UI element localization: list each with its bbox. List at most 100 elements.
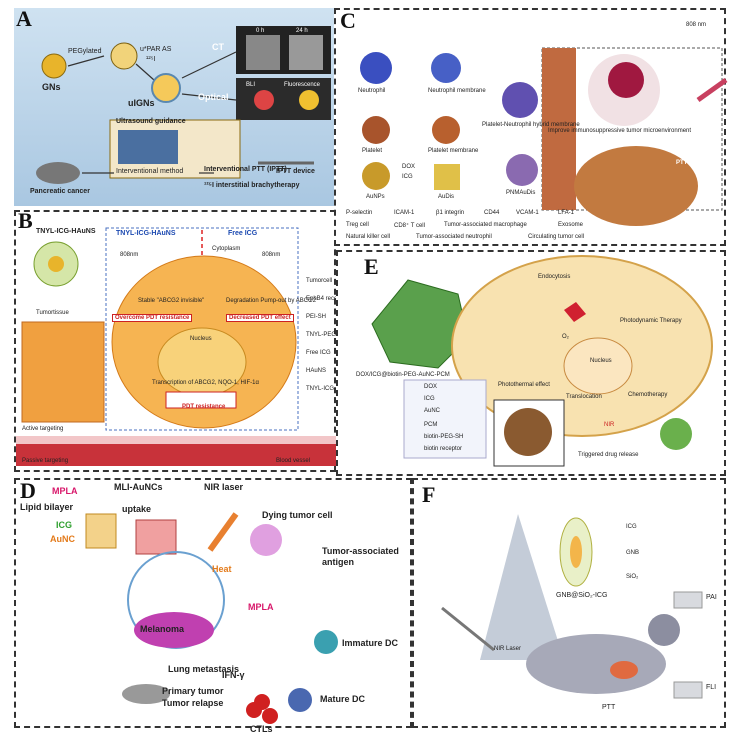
mli-aunc-label: MLI-AuNCs: [114, 482, 163, 492]
panel-e: E DOX/ICG@biotin-PEG-AuNC-PCM Endocytosi…: [336, 250, 726, 476]
ifn-label: IFN-γ: [222, 670, 245, 680]
platelet-label: Platelet: [362, 148, 383, 154]
panel-d: D MPLA MLI-AuNCs NIR laser Lipid bilayer…: [14, 478, 412, 734]
ultrasound-label: Ultrasound guidance: [116, 118, 186, 125]
lipid-bilayer-label: Lipid bilayer: [20, 502, 74, 512]
panel-e-label: E: [364, 254, 379, 279]
f-sio2-label: SiO₂: [626, 574, 639, 580]
improve-label: Improve immunosuppressive tumor microenv…: [548, 128, 692, 134]
lung-metastasis-label: Lung metastasis: [168, 664, 240, 674]
mpla-label: MPLA: [52, 486, 78, 496]
triggered-label: Triggered drug release: [578, 452, 639, 458]
tnyl-top-label: TNYL-ICG-HAuNS: [36, 228, 96, 235]
b-legend-4: Free ICG: [306, 350, 331, 356]
c-legend-1: ICAM-1: [394, 210, 415, 216]
icg-label: ICG: [402, 174, 413, 180]
ici-label: ¹²⁵I: [146, 56, 156, 63]
decreased-label: Decreased PDT effect: [226, 314, 294, 322]
optical-label: Optical: [198, 92, 229, 102]
melanoma-label: Melanoma: [140, 624, 185, 634]
pancreatic-label: Pancreatic cancer: [30, 188, 90, 195]
b-legend-5: HAuNS: [306, 368, 327, 374]
dox-label: DOX: [402, 164, 416, 170]
panel-c-illustration: [360, 47, 728, 226]
title-right: Free ICG: [228, 230, 258, 237]
hybrid-membrane-label: Platelet-Neutrophil hybrid membrane: [482, 122, 580, 128]
transcription-label: Transcription of ABCG2, NQO-1, HIF-1α: [152, 380, 259, 386]
e-legend-2: AuNC: [424, 408, 441, 414]
b-legend-0: Tumorcell: [306, 278, 333, 284]
b-legend-2: PEI-SH: [306, 314, 327, 320]
cytoplasm-label: Cytoplasm: [212, 246, 241, 252]
mpla2-label: MPLA: [248, 602, 274, 612]
panel-f-illustration: [441, 514, 703, 699]
panel-e-illustration: [371, 255, 713, 467]
c-legend-3: CD44: [484, 210, 500, 216]
nucleus-label: Nucleus: [190, 336, 212, 342]
iptt-device-label: IPTT device: [276, 168, 315, 175]
tumor-relapse-label: Tumor relapse: [162, 698, 224, 708]
e-legend-5: biotin receptor: [424, 446, 463, 452]
panel-b-label: B: [18, 208, 33, 233]
c-legend-11: Tumor-associated neutrophil: [416, 234, 492, 240]
degradation-label: Degradation Pump-out by ABCG2: [226, 298, 317, 304]
e-legend-3: PCM: [424, 422, 438, 428]
mature-dc-label: Mature DC: [320, 694, 366, 704]
fli-label: FLI: [706, 684, 717, 691]
interventional-label: Interventional method: [116, 168, 184, 175]
photodynamic-label: Photodynamic Therapy: [620, 318, 682, 324]
panel-a-label: A: [16, 6, 32, 31]
e-legend-1: ICG: [424, 396, 435, 402]
uptake-label: uptake: [122, 504, 152, 514]
panel-a: A GNs PEGylated u*PAR AS ¹²⁵I uIGNs CT O…: [14, 6, 336, 206]
808nm-right: 808nm: [262, 252, 281, 258]
time-0h-label: 0 h: [256, 28, 265, 34]
o2-label: O₂: [562, 334, 569, 340]
platelet-membrane-label: Platelet membrane: [428, 148, 479, 154]
icg-label-d: ICG: [56, 520, 73, 530]
panel-c: C Neutrophil Neutrophil membrane Platele…: [334, 8, 728, 246]
immature-dc-label: Immature DC: [342, 638, 399, 648]
primary-tumor-label: Primary tumor: [162, 686, 224, 696]
tumortissue-label: Tumortissue: [36, 310, 69, 316]
panel-d-illustration: [85, 512, 338, 724]
pnmaudis-label: PNMAuDis: [506, 190, 536, 196]
b-legend-6: TNYL-ICG-HAuNS: [306, 386, 357, 392]
c-legend-4: VCAM-1: [516, 210, 539, 216]
endocytosis-label: Endocytosis: [538, 274, 571, 280]
chemotherapy-label: Chemotherapy: [628, 392, 668, 398]
e-nucleus-label: Nucleus: [590, 358, 612, 364]
c-legend-0: P-selectin: [346, 210, 373, 216]
e-nir-label: NIR: [604, 422, 615, 428]
pptt-label: Interventional PTT (IPTT): [204, 166, 287, 173]
panel-c-label: C: [340, 8, 356, 33]
e-legend-0: DOX: [424, 384, 438, 390]
brachy-label: ¹²⁵I interstitial brachytherapy: [204, 182, 300, 189]
panel-b: B TNYL-ICG-HAuNS TNYL-ICG-HAuNS Free ICG…: [14, 208, 356, 472]
panel-f-label: F: [422, 482, 436, 507]
c-legend-9: Exosome: [558, 222, 584, 228]
panel-f: F ICG GNB SiO₂ GNB@SiO₂-ICG PAI NIR Lase…: [412, 478, 726, 728]
fluorescence-label: Fluorescence: [284, 82, 321, 88]
audis-label: AuDis: [438, 194, 455, 200]
neutrophil-membrane-label: Neutrophil membrane: [428, 88, 486, 94]
passive-targeting-label: Passive targeting: [22, 458, 69, 464]
photothermal-label: Photothermal effect: [498, 382, 550, 388]
dying-label: Dying tumor cell: [262, 510, 333, 520]
panel-b-illustration: [16, 227, 338, 466]
c-legend-7: CD8⁺ T cell: [394, 223, 425, 229]
b-legend-3: TNYL-PEG-SH: [306, 332, 347, 338]
e-legend-4: biotin-PEG-SH: [424, 434, 464, 440]
overcome-label: Overcome PDT resistance: [112, 314, 193, 322]
blood-vessel-label: Blood vessel: [276, 458, 311, 464]
title-left: TNYL-ICG-HAuNS: [116, 230, 176, 237]
c-legend-10: Natural killer cell: [346, 234, 391, 240]
panel-a-illustration: [36, 26, 331, 184]
ct-label: CT: [212, 42, 224, 52]
pdt-resistance-label: PDT resistance: [182, 404, 226, 410]
ptt-label: PTT: [676, 160, 688, 166]
f-nir-label: NIR Laser: [494, 646, 522, 652]
aunps-label: AuNPs: [366, 194, 385, 200]
stable-label: Stable "ABCG2 invisible": [138, 298, 205, 304]
pegylated-label: PEGylated: [68, 48, 102, 55]
